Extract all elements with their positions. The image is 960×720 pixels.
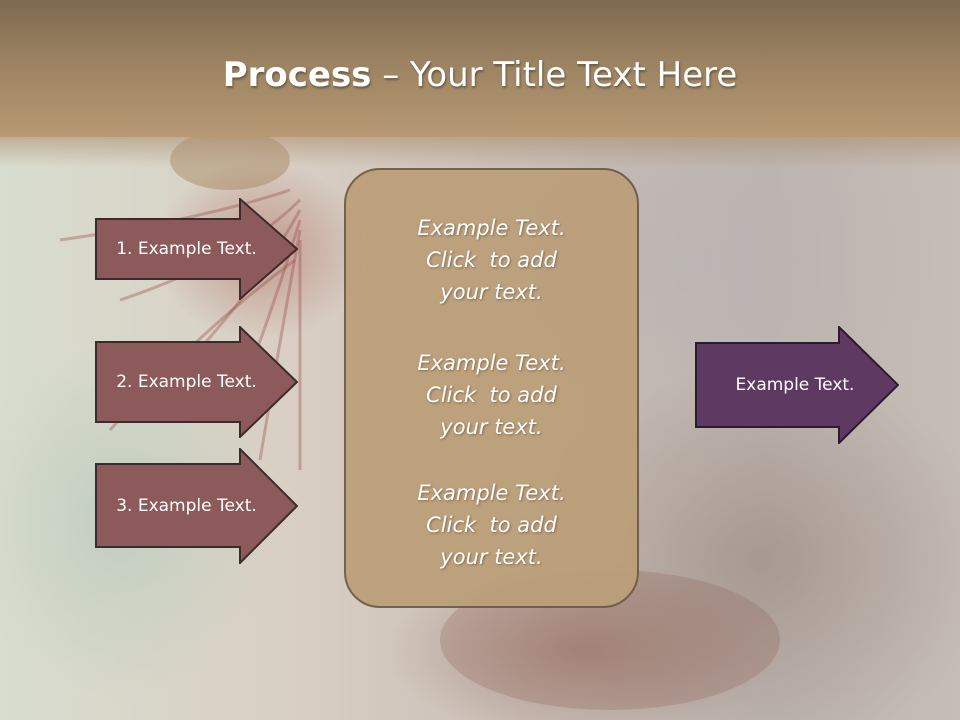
center-text-line: Click to add	[426, 383, 557, 407]
center-text-line: Click to add	[426, 248, 557, 272]
center-text-line: Example Text.	[417, 481, 566, 505]
process-step-1-label: 1. Example Text.	[116, 239, 257, 259]
center-text-line: your text.	[440, 280, 543, 304]
process-step-3-arrow[interactable]: 3. Example Text.	[95, 448, 298, 564]
output-arrow-label: Example Text.	[735, 375, 855, 395]
center-text-box[interactable]	[344, 168, 639, 608]
center-text-block-2[interactable]: Example Text. Click to add your text.	[344, 347, 639, 443]
process-step-2-label: 2. Example Text.	[116, 372, 257, 392]
slide-title-rest: – Your Title Text Here	[371, 55, 738, 95]
arrow-1-shape	[95, 198, 298, 300]
center-text-line: Example Text.	[417, 351, 566, 375]
center-text-line: Example Text.	[417, 216, 566, 240]
center-text-line: your text.	[440, 545, 543, 569]
process-step-2-arrow[interactable]: 2. Example Text.	[95, 326, 298, 438]
slide-title-bold: Process	[222, 55, 372, 95]
title-bar	[0, 0, 960, 137]
slide-title[interactable]: Process – Your Title Text Here	[0, 52, 960, 98]
process-step-1-arrow[interactable]: 1. Example Text.	[95, 198, 298, 300]
output-arrow-shape	[695, 326, 899, 444]
center-text-line: Click to add	[426, 513, 557, 537]
process-step-3-label: 3. Example Text.	[116, 496, 257, 516]
center-text-block-1[interactable]: Example Text. Click to add your text.	[344, 212, 639, 308]
output-arrow[interactable]: Example Text.	[695, 326, 899, 444]
arrow-3-shape	[95, 448, 298, 564]
title-bar-fade	[0, 137, 960, 167]
center-text-line: your text.	[440, 415, 543, 439]
center-text-block-3[interactable]: Example Text. Click to add your text.	[344, 477, 639, 573]
arrow-2-shape	[95, 326, 298, 438]
